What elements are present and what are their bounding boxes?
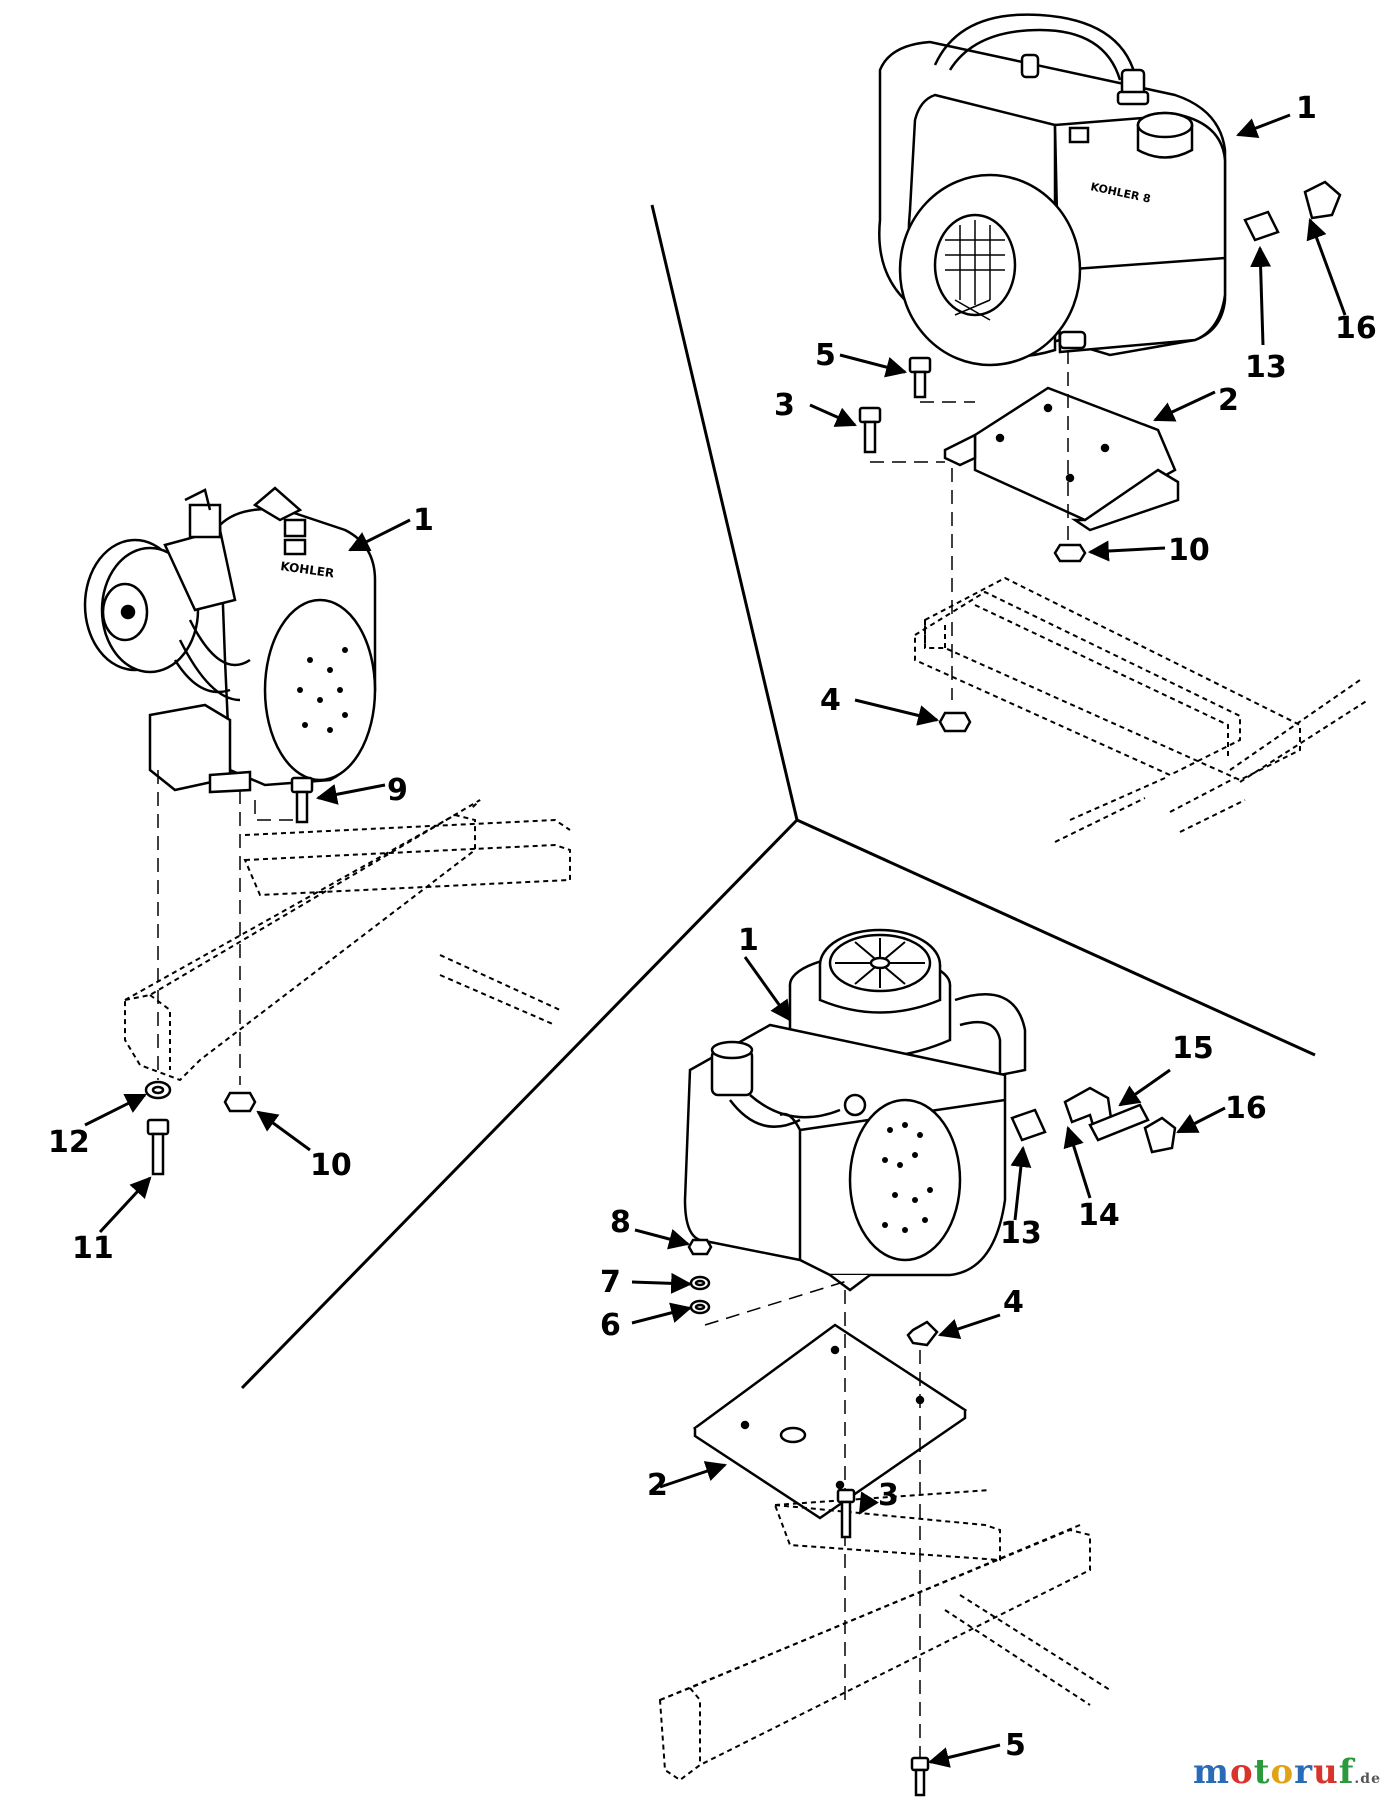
fitting-icon <box>1243 210 1280 242</box>
callouts-top-right: 1 2 3 4 5 10 13 16 <box>774 91 1377 718</box>
callout-arrows <box>84 113 1347 1768</box>
cylinder-cover-holes-icon <box>297 647 348 733</box>
section-divider <box>240 204 1316 1390</box>
callout-label: 9 <box>387 773 408 808</box>
callout-label: 4 <box>820 683 841 718</box>
hardware-top-right <box>858 180 1342 733</box>
nut-icon <box>223 1091 257 1113</box>
callout-label: 5 <box>1005 1728 1026 1763</box>
callout-label: 14 <box>1078 1198 1120 1233</box>
side-cover-holes-icon <box>882 1122 933 1233</box>
watermark-letter: f <box>1338 1752 1355 1792</box>
callout-label: 8 <box>610 1205 631 1240</box>
frame-left <box>124 799 571 1082</box>
nut-icon <box>906 1320 939 1347</box>
bolt-icon <box>910 1756 930 1797</box>
callout-label: 16 <box>1225 1091 1267 1126</box>
callout-label: 1 <box>413 503 434 538</box>
mounting-plate-bottom <box>692 1323 968 1520</box>
callout-label: 12 <box>48 1125 90 1160</box>
bolt-icon <box>858 406 882 454</box>
watermark-letter: u <box>1313 1752 1339 1792</box>
callouts-left: 1 9 10 11 12 <box>48 503 434 1266</box>
leader-lines-top-right <box>870 350 1069 700</box>
washer-icon <box>144 1080 172 1100</box>
callout-label: 13 <box>1000 1216 1042 1251</box>
callout-label: 13 <box>1245 350 1287 385</box>
bolt-icon <box>146 1118 170 1176</box>
bolt-icon <box>290 776 314 824</box>
bolt-icon <box>908 356 932 399</box>
callouts-bottom: 1 2 3 4 5 6 7 8 13 14 15 16 <box>600 923 1267 1763</box>
watermark-letter: t <box>1253 1752 1271 1792</box>
callout-label: 4 <box>1003 1285 1024 1320</box>
cap-nut-icon <box>1143 1116 1177 1154</box>
watermark-suffix: .de <box>1354 1771 1381 1787</box>
hardware-left <box>144 776 314 1176</box>
engine-bottom <box>683 928 1027 1292</box>
nut-icon <box>938 711 972 733</box>
callout-label: 16 <box>1335 311 1377 346</box>
engine-left <box>83 486 377 794</box>
callout-label: 10 <box>310 1148 352 1183</box>
callout-label: 6 <box>600 1308 621 1343</box>
callout-label: 1 <box>738 923 759 958</box>
callout-label: 11 <box>72 1231 114 1266</box>
nut-icon <box>687 1238 713 1256</box>
callout-label: 3 <box>878 1478 899 1513</box>
callout-label: 2 <box>1218 383 1239 418</box>
frame-top-right <box>914 576 1369 843</box>
watermark-letter: r <box>1294 1752 1314 1792</box>
callout-label: 3 <box>774 388 795 423</box>
leader-lines-left <box>157 770 300 1085</box>
callout-label: 2 <box>647 1468 668 1503</box>
lock-washer-icon <box>689 1275 711 1291</box>
fitting-icon <box>1010 1108 1047 1142</box>
nipple-icon <box>1088 1103 1150 1142</box>
watermark-logo: motoruf.de <box>1193 1752 1381 1792</box>
watermark-letter: o <box>1230 1752 1254 1792</box>
bolt-icon <box>836 1488 856 1539</box>
cap-nut-icon <box>1303 180 1342 220</box>
flat-washer-icon <box>689 1299 711 1315</box>
watermark-letter: m <box>1193 1752 1231 1792</box>
blower-screen-icon <box>945 220 1005 321</box>
callout-label: 7 <box>600 1265 621 1300</box>
callout-label: 5 <box>815 338 836 373</box>
callout-label: 1 <box>1296 91 1317 126</box>
watermark-letter: o <box>1270 1752 1295 1792</box>
callout-label: 15 <box>1172 1031 1214 1066</box>
hardware-bottom <box>687 1086 1177 1797</box>
nut-icon <box>1053 543 1087 563</box>
callout-label: 10 <box>1168 533 1210 568</box>
engine-top-right <box>878 13 1227 367</box>
mounting-plate-top-right <box>943 386 1180 532</box>
frame-bottom <box>658 1489 1111 1782</box>
